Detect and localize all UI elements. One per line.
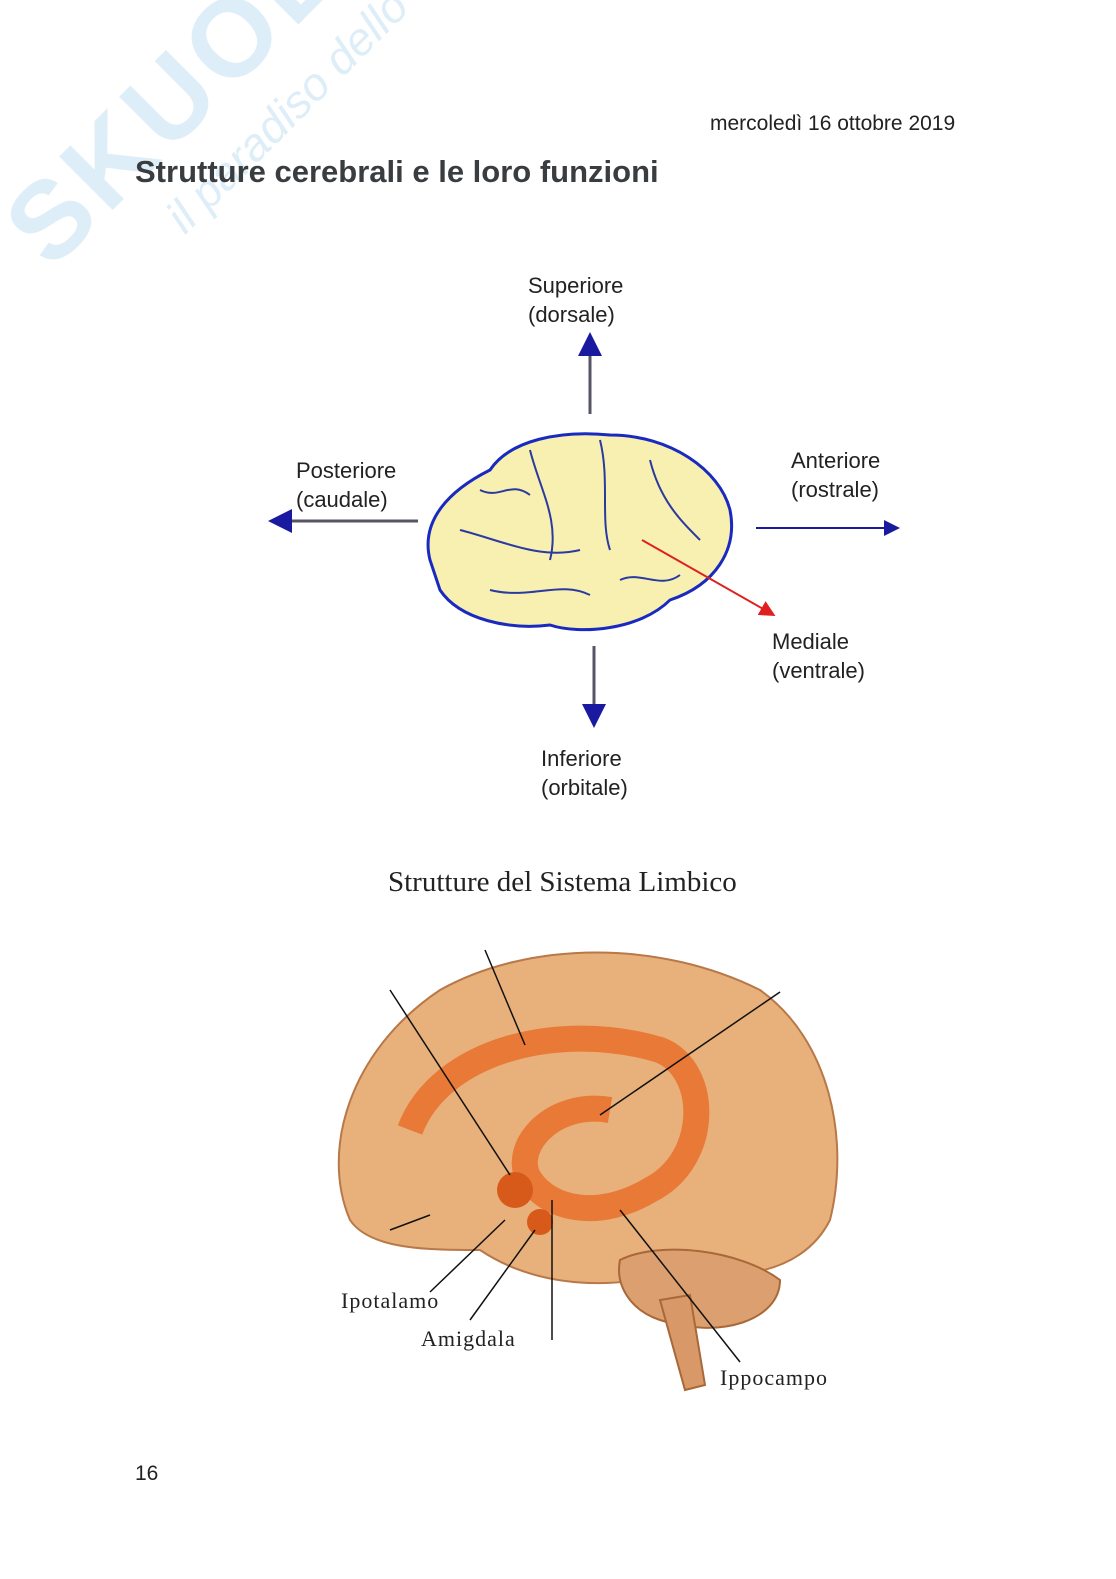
brain-outline [426, 432, 733, 632]
limbic-title: Strutture del Sistema Limbico [388, 866, 737, 898]
label-medial: Mediale(ventrale) [772, 629, 865, 683]
hypothalamus-shape [497, 1172, 533, 1208]
limbic-ring [397, 1025, 710, 1222]
page-number: 16 [135, 1462, 159, 1485]
medial-arrow [641, 539, 776, 616]
amygdala-shape [527, 1209, 553, 1235]
label-superior: Superiore(dorsale) [528, 273, 624, 327]
brainstem [658, 1293, 707, 1392]
label-anterior: Anteriore(rostrale) [791, 448, 881, 502]
orientation-diagram [268, 332, 900, 728]
brain-sulci [459, 439, 701, 596]
label-hippocampus: Ippocampo [720, 1365, 828, 1390]
limbic-diagram [337, 949, 839, 1392]
label-inferior: Inferiore(orbitale) [541, 746, 628, 800]
label-amygdala: Amigdala [421, 1326, 516, 1351]
page-title: Strutture cerebrali e le loro funzioni [135, 154, 659, 189]
label-hypothalamus: Ipotalamo [341, 1288, 440, 1313]
leader-lines [389, 949, 781, 1363]
cerebellum [618, 1248, 782, 1329]
header-date: mercoledì 16 ottobre 2019 [710, 112, 956, 135]
label-posterior: Posteriore(caudale) [296, 458, 397, 512]
